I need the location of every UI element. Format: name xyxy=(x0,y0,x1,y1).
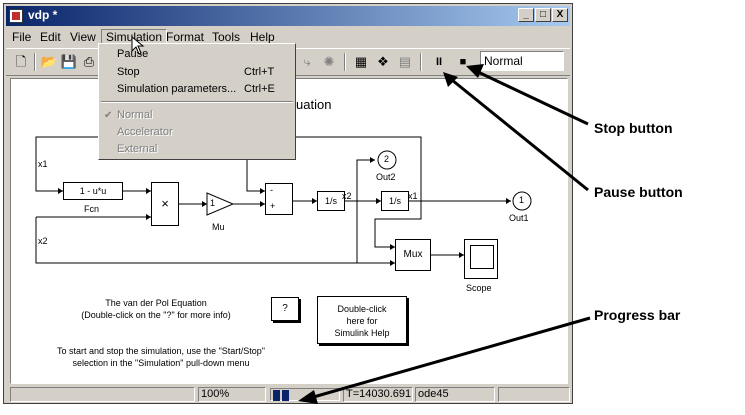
signal-lines xyxy=(35,136,532,266)
instructions-line-2: selection in the "Simulation" pull-down … xyxy=(72,358,250,368)
status-pane-end xyxy=(498,387,570,402)
model-description: The van der Pol Equation (Double-click o… xyxy=(61,297,251,321)
stop-shortcut: Ctrl+T xyxy=(244,66,275,78)
toolbar-separator xyxy=(344,53,346,71)
out2-label: Out2 xyxy=(376,172,396,182)
checkmark-icon: ✔ xyxy=(104,110,113,121)
help-line-1: Double-click xyxy=(337,304,387,314)
model-instructions: To start and stop the simulation, use th… xyxy=(21,345,301,369)
signal-label-x1-mid: x1 xyxy=(408,191,418,201)
menu-tools[interactable]: Tools xyxy=(212,30,241,44)
simulink-app-icon xyxy=(9,9,23,23)
signal-label-x1: x1 xyxy=(38,159,48,169)
status-bar: 100% T=14030.691 ode45 xyxy=(6,387,570,403)
zoom-level: 100% xyxy=(198,387,266,402)
help-question-button[interactable]: ? xyxy=(271,297,299,321)
out1-port-number: 1 xyxy=(519,195,525,205)
fcn-block[interactable]: 1 - u*u xyxy=(63,182,123,200)
menu-item-external[interactable]: External xyxy=(117,143,158,155)
sum-block[interactable]: - + xyxy=(265,183,293,215)
new-file-icon[interactable]: 🗋 xyxy=(15,54,27,69)
status-pane-blank xyxy=(10,387,195,402)
menu-separator xyxy=(101,101,293,103)
sim-time: T=14030.691 xyxy=(343,387,413,402)
annotation-progress-bar: Progress bar xyxy=(594,307,681,323)
save-icon[interactable]: 💾 xyxy=(60,54,78,69)
out1-label: Out1 xyxy=(509,213,529,223)
progress-block xyxy=(282,390,289,401)
out2-port-number: 2 xyxy=(384,154,390,164)
close-button[interactable]: X xyxy=(552,8,568,22)
signal-label-x2-mid: x2 xyxy=(342,191,352,201)
scope-screen xyxy=(470,245,494,269)
help-line-2: here for xyxy=(346,316,378,326)
model-browser-icon[interactable]: ❖ xyxy=(377,54,389,69)
annotation-pause-button: Pause button xyxy=(594,184,683,200)
scope-label: Scope xyxy=(466,283,492,293)
minimize-button[interactable]: _ xyxy=(518,8,534,22)
params-shortcut: Ctrl+E xyxy=(244,83,275,95)
menu-view[interactable]: View xyxy=(70,30,96,44)
sum-minus-sign: - xyxy=(270,185,273,195)
title-bar[interactable]: vdp * _□X xyxy=(6,6,570,26)
progress-block xyxy=(273,390,280,401)
toolbar-separator xyxy=(34,53,36,71)
mux-block[interactable]: Mux xyxy=(395,239,431,271)
build-icon[interactable]: ✺ xyxy=(323,54,335,69)
description-line-2: (Double-click on the "?" for more info) xyxy=(81,310,231,320)
annotation-stop-button: Stop button xyxy=(594,120,673,136)
pause-button[interactable]: II xyxy=(435,56,443,68)
menu-edit[interactable]: Edit xyxy=(40,30,61,44)
stop-button[interactable]: ■ xyxy=(459,56,467,68)
fcn-label: Fcn xyxy=(84,204,100,214)
update-diagram-icon[interactable]: ⤷ xyxy=(303,54,311,69)
maximize-button[interactable]: □ xyxy=(535,8,551,22)
simulation-dropdown-menu: Pause Stop Ctrl+T Simulation parameters.… xyxy=(98,43,296,160)
mouse-pointer-icon xyxy=(131,36,145,55)
menu-format[interactable]: Format xyxy=(166,30,205,44)
menu-item-accelerator[interactable]: Accelerator xyxy=(117,126,173,138)
debug-icon[interactable]: ▤ xyxy=(398,54,412,69)
menu-bar: File Edit View Simulation Format Tools H… xyxy=(6,28,570,46)
menu-item-normal[interactable]: Normal xyxy=(117,109,153,121)
menu-file[interactable]: File xyxy=(12,30,32,44)
mu-label: Mu xyxy=(212,222,225,232)
product-block[interactable]: × xyxy=(151,182,179,226)
signal-label-x2: x2 xyxy=(38,236,48,246)
toolbar-separator xyxy=(420,53,422,71)
library-browser-icon[interactable]: ▦ xyxy=(354,54,368,69)
sum-plus-sign: + xyxy=(270,201,276,211)
menu-item-stop[interactable]: Stop xyxy=(117,66,140,78)
window-title: vdp * xyxy=(28,8,58,22)
integrator-x1-block[interactable]: 1/s xyxy=(381,191,409,211)
simulink-help-block[interactable]: Double-click here for Simulink Help xyxy=(317,296,407,344)
help-line-3: Simulink Help xyxy=(334,328,390,338)
print-icon[interactable]: ⎙ xyxy=(83,54,95,69)
instructions-line-1: To start and stop the simulation, use th… xyxy=(56,346,265,356)
description-line-1: The van der Pol Equation xyxy=(105,298,207,308)
solver-name: ode45 xyxy=(415,387,495,402)
open-folder-icon[interactable]: 📂 xyxy=(40,54,58,69)
scope-block[interactable] xyxy=(464,239,498,279)
model-title: uation xyxy=(296,97,332,112)
menu-help[interactable]: Help xyxy=(250,30,275,44)
integrator-x2-block[interactable]: 1/s xyxy=(317,191,345,211)
mu-gain-value: 1 xyxy=(210,198,216,208)
simulation-mode-select[interactable]: Normal xyxy=(480,51,564,71)
menu-item-simulation-parameters[interactable]: Simulation parameters... xyxy=(117,83,237,95)
